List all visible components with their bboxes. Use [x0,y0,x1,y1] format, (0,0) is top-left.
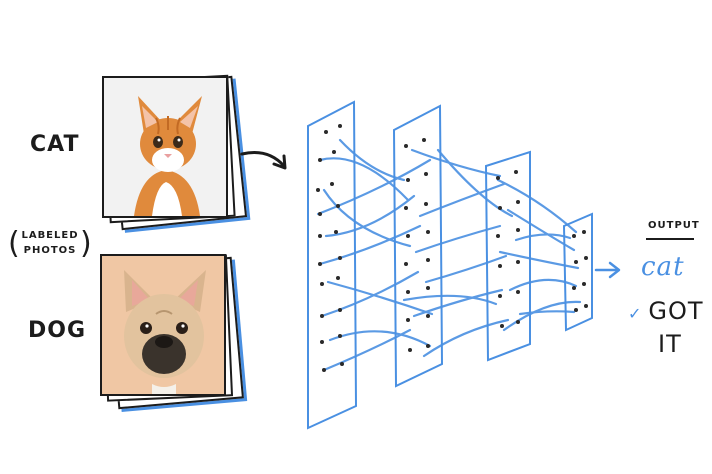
cat-label: CAT [30,132,80,157]
dog-label: DOG [28,318,87,343]
output-underline [646,238,694,240]
cat-image [104,78,226,216]
got-it-word-got: GOT [648,297,704,325]
got-it-line1: ✓ GOT [628,296,704,329]
network-nodes [316,124,588,372]
check-icon: ✓ [628,304,643,323]
cat-photo [102,76,228,218]
output-value: cat [641,252,685,282]
got-it-word-it: IT [658,330,682,358]
labeled-photos-line1: LABELED [21,230,79,241]
got-it-line2: IT [628,329,704,359]
layer-3-plane [484,150,531,362]
got-it-result: ✓ GOT IT [628,296,704,359]
output-title: OUTPUT [648,220,700,231]
labeled-photos-label: LABELED PHOTOS [12,228,88,258]
left-parenthesis: ( [8,226,20,261]
dog-photo [100,254,226,396]
right-parenthesis: ) [80,226,92,261]
input-arrow-head [272,154,287,170]
input-arrow [240,151,286,168]
layer-4-plane [562,212,593,332]
labeled-photos-line2: PHOTOS [23,245,77,256]
output-arrow-head [608,261,621,279]
dog-image [102,256,224,394]
network-connections [316,138,582,372]
layer-1-plane [307,100,358,430]
